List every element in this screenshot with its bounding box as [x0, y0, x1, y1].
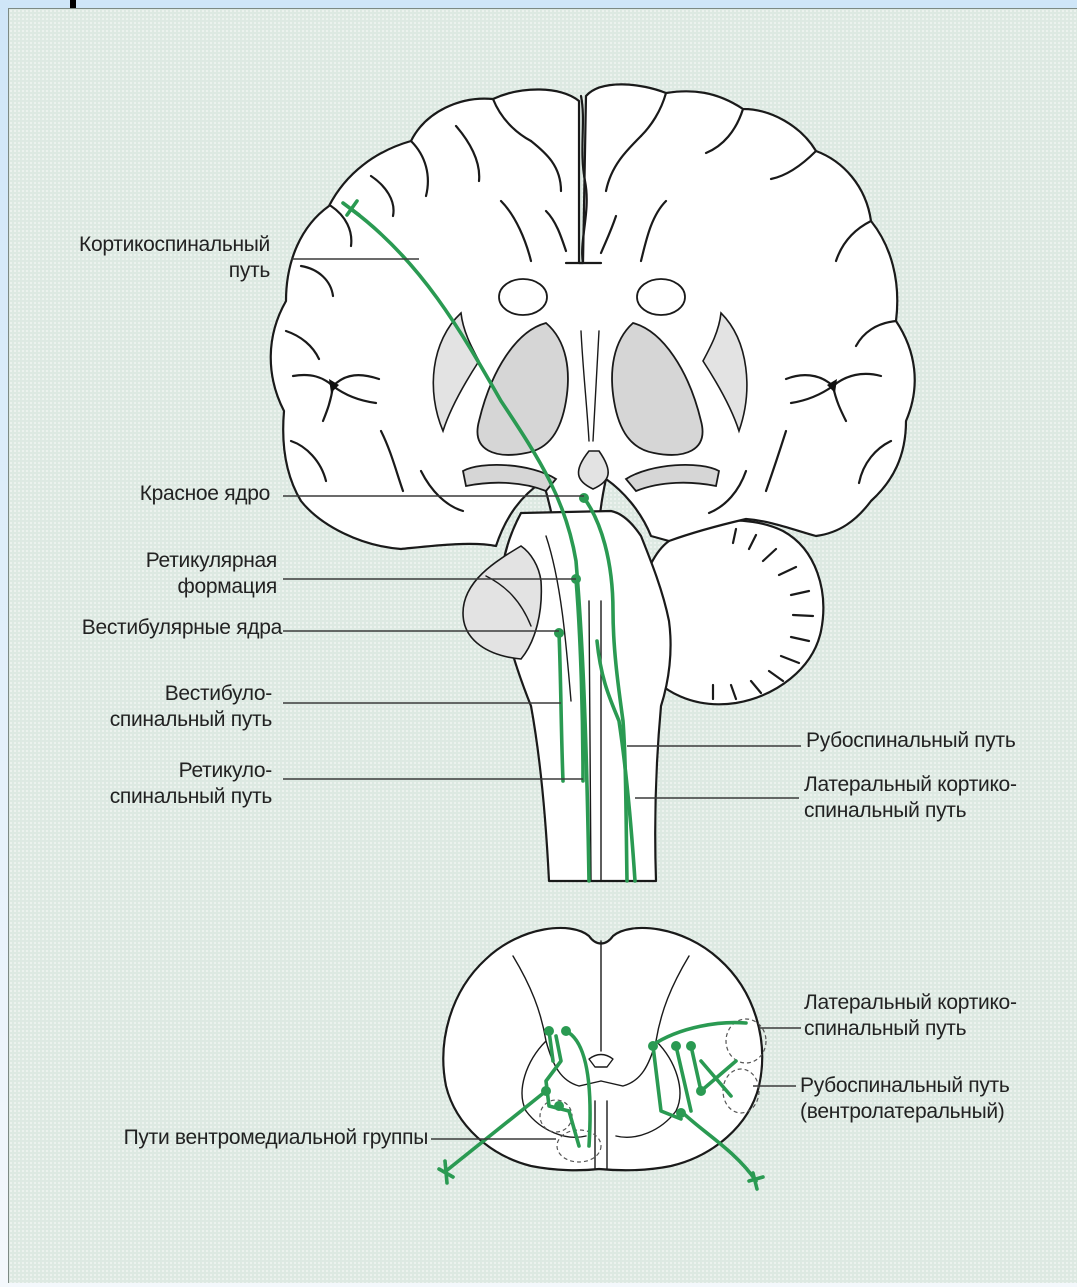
label-reticulospinal: Ретикуло- спинальный путь [40, 758, 272, 810]
label-vestibulospinal: Вестибуло- спинальный путь [40, 681, 272, 733]
brainstem [463, 511, 671, 881]
label-reticular-formation-line2: формация [40, 574, 277, 600]
label-cord-lateral-corticospinal-line2: спинальный путь [804, 1016, 1054, 1042]
label-vestibulospinal-line2: спинальный путь [40, 707, 272, 733]
label-reticulospinal-line2: спинальный путь [40, 784, 272, 810]
label-corticospinal: Кортикоспинальный путь [40, 232, 270, 284]
label-cord-rubrospinal-line2: (вентролатеральный) [800, 1099, 1055, 1125]
label-cord-lateral-corticospinal: Латеральный кортико- спинальный путь [804, 990, 1054, 1042]
label-cord-lateral-corticospinal-line1: Латеральный кортико- [804, 990, 1054, 1016]
label-corticospinal-line2: путь [40, 258, 270, 284]
label-reticular-formation: Ретикулярная формация [40, 548, 277, 600]
label-lateral-corticospinal-line1: Латеральный кортико- [804, 772, 1054, 798]
label-red-nucleus: Красное ядро [40, 481, 270, 507]
label-vestibulospinal-line1: Вестибуло- [40, 681, 272, 707]
label-cord-rubrospinal: Рубоспинальный путь (вентролатеральный) [800, 1073, 1055, 1125]
label-reticular-formation-line1: Ретикулярная [40, 548, 277, 574]
label-lateral-corticospinal-line2: спинальный путь [804, 798, 1054, 824]
label-ventromedial: Пути вентромедиальной группы [60, 1125, 428, 1151]
label-cord-rubrospinal-line1: Рубоспинальный путь [800, 1073, 1055, 1099]
label-corticospinal-line1: Кортикоспинальный [40, 232, 270, 258]
label-reticulospinal-line1: Ретикуло- [40, 758, 272, 784]
label-lateral-corticospinal: Латеральный кортико- спинальный путь [804, 772, 1054, 824]
label-vestibular-nuclei: Вестибулярные ядра [40, 615, 282, 641]
label-rubrospinal: Рубоспинальный путь [806, 728, 1056, 754]
